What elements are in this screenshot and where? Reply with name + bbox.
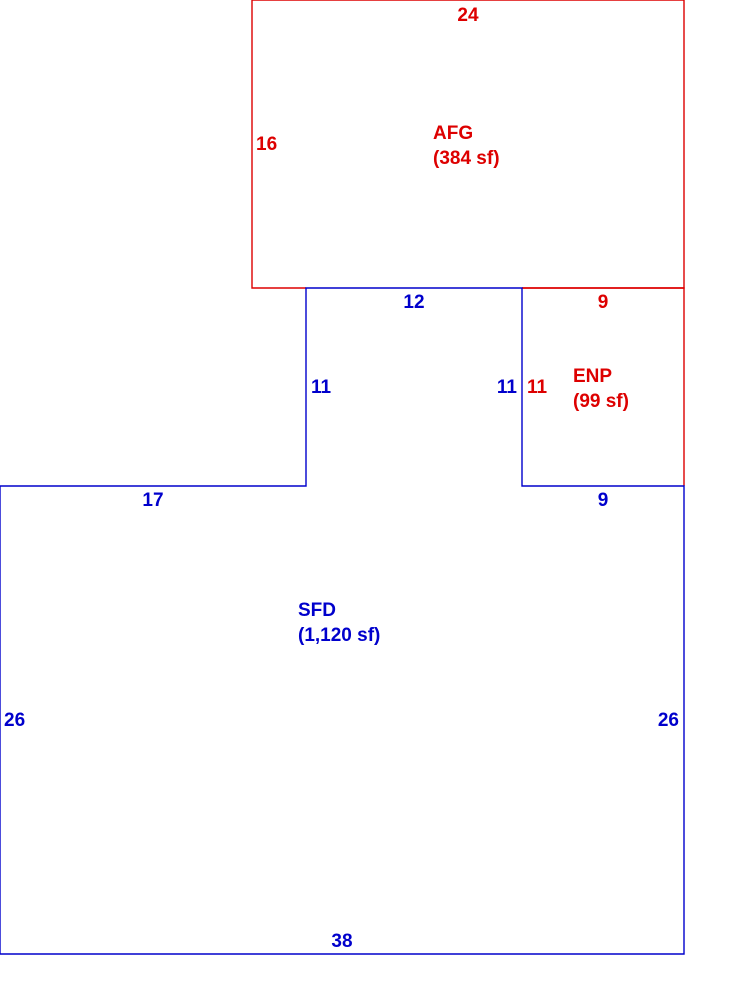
afg-top-dimension: 24 xyxy=(457,5,479,26)
sfd-bottom-dimension: 38 xyxy=(331,931,352,952)
afg-outline xyxy=(251,0,685,289)
sfd-notch-left-dimension: 11 xyxy=(311,377,332,398)
enp-left-dimension: 11 xyxy=(527,377,548,398)
afg-area-label: (384 sf) xyxy=(433,148,500,169)
enp-top-dimension: 9 xyxy=(598,292,609,313)
afg-area: 24 16 AFG (384 sf) xyxy=(251,0,685,289)
sfd-notch-right-dimension: 11 xyxy=(497,377,518,398)
sfd-area: 12 11 11 17 9 26 26 38 SFD (1,120 sf) xyxy=(0,287,685,955)
sfd-outline xyxy=(0,287,685,955)
enp-name-label: ENP xyxy=(573,366,612,387)
enp-area-label: (99 sf) xyxy=(573,391,629,412)
sfd-upper-left-dimension: 17 xyxy=(142,490,163,511)
sfd-left-dimension: 26 xyxy=(4,710,25,731)
enp-outline xyxy=(522,287,685,486)
enp-area: 9 11 ENP (99 sf) xyxy=(522,287,685,486)
sfd-area-label: (1,120 sf) xyxy=(298,625,380,646)
sfd-notch-top-dimension: 12 xyxy=(403,292,424,313)
sfd-name-label: SFD xyxy=(298,600,336,621)
sfd-right-dimension: 26 xyxy=(658,710,679,731)
sfd-upper-right-dimension: 9 xyxy=(598,490,609,511)
afg-name-label: AFG xyxy=(433,123,473,144)
afg-left-dimension: 16 xyxy=(256,134,277,155)
